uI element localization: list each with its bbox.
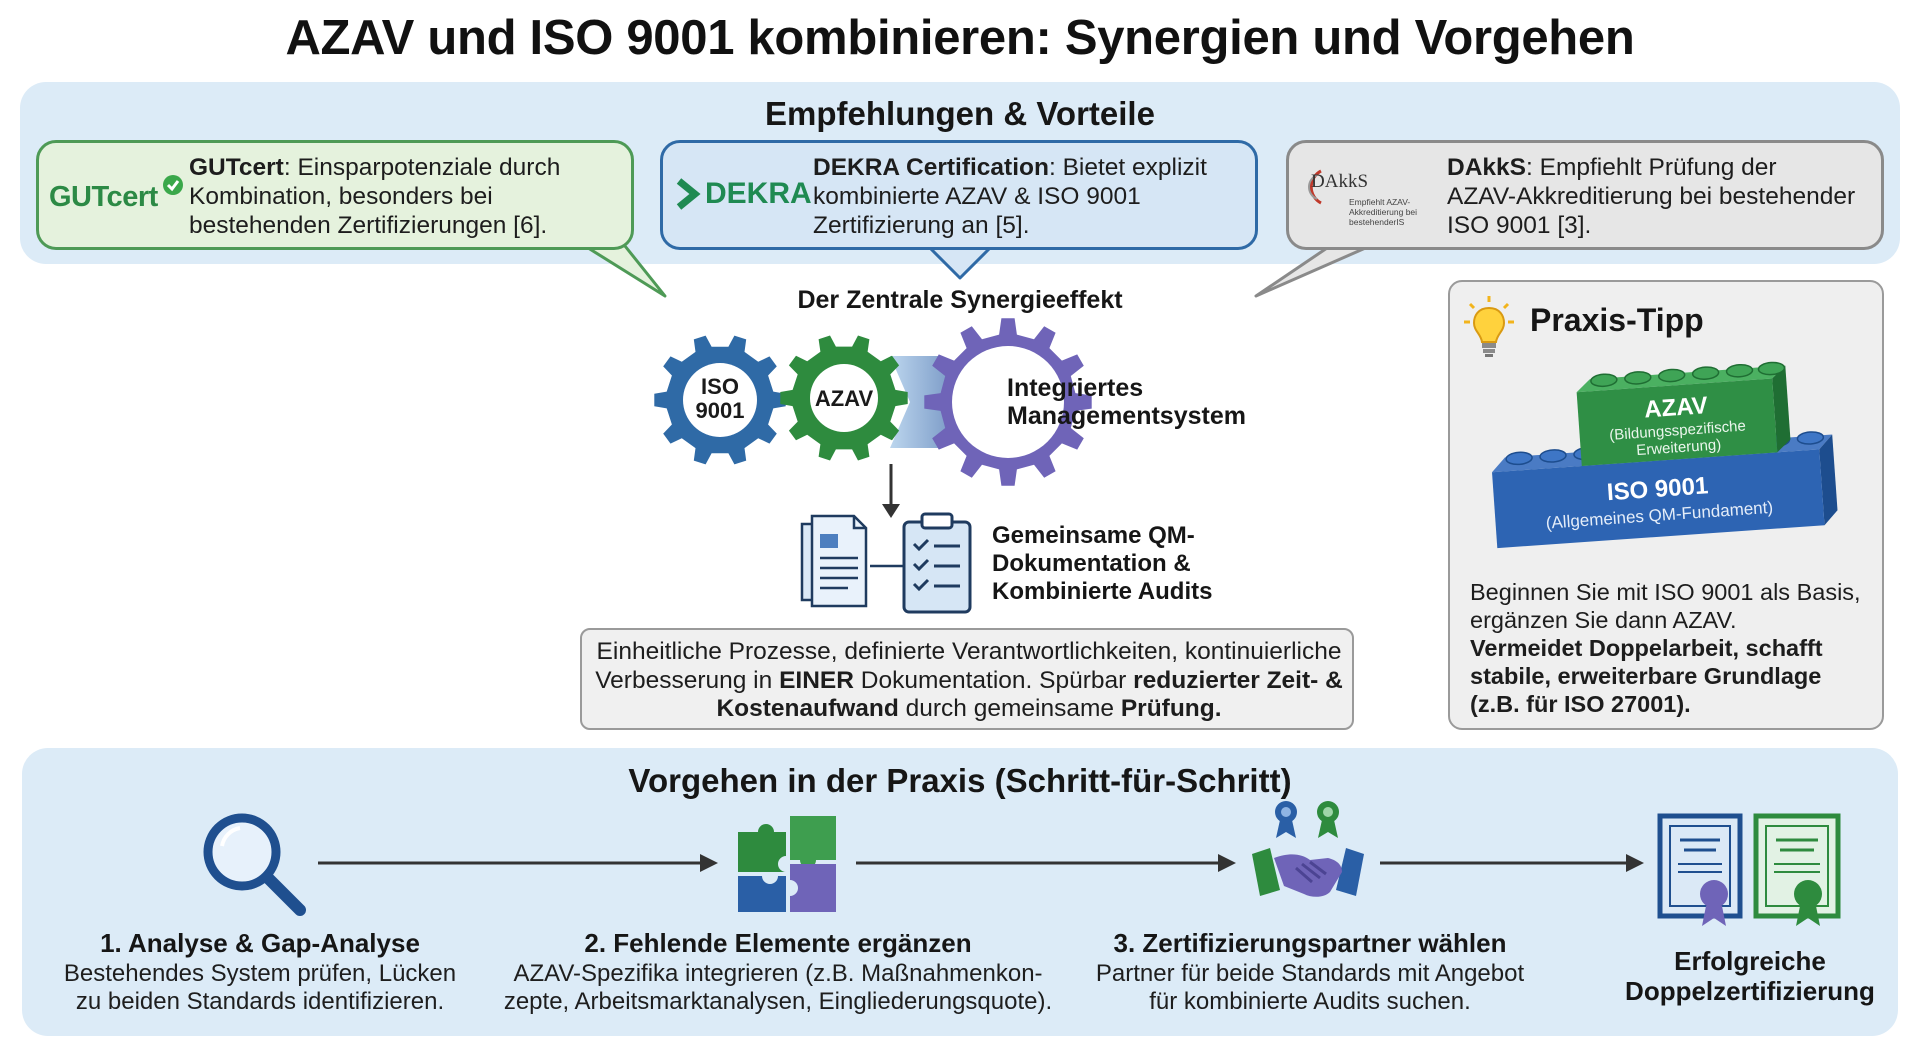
praxis-tip-box: Praxis-Tipp (1448, 280, 1884, 730)
building-block-icon: AZAV (Bildungsspezifische Erweiterung) I… (1492, 361, 1838, 549)
azav-brick-title: AZAV (1643, 392, 1708, 423)
step-1-desc-line2: zu beiden Standards identifizieren. (75, 988, 445, 1015)
gutcert-line2: Kombination, besonders bei (189, 183, 493, 210)
praxis-tip-bold3: (z.B. für ISO 27001). (1470, 691, 1691, 717)
praxis-tip-bold1: Vermeidet Doppelarbeit, schafft (1470, 635, 1823, 661)
arrow-down-icon (882, 464, 900, 518)
procedure-panel (22, 748, 1898, 1036)
praxis-tip-heading: Praxis-Tipp (1530, 302, 1704, 338)
procedure-heading: Vorgehen in der Praxis (Schritt-für-Schr… (628, 762, 1292, 799)
step-3-desc-line2: für kombinierte Audits suchen. (1149, 988, 1471, 1015)
gutcert-logo-text: GUTcert (49, 181, 158, 213)
docs-label-2: Dokumentation & (992, 550, 1191, 577)
dakks-logo: DAkkS Empfiehlt AZAV-Akkreditierung bei … (1297, 163, 1437, 233)
gutcert-bubble: GUTcert GUTcert: Einsparpotenziale durch… (36, 140, 634, 250)
dakks-line2: AZAV-Akkreditierung bei bestehender (1447, 183, 1856, 210)
gutcert-line1: : Einsparpotenziale durch (283, 154, 561, 181)
ims-label-1: Integriertes (1007, 374, 1144, 402)
award-ribbon-icon (1317, 801, 1339, 838)
certificate-icon (1657, 813, 1841, 926)
docs-label-1: Gemeinsame QM- (992, 522, 1195, 549)
step-2-desc-line1: AZAV-Spezifika integrieren (z.B. Maßnahm… (513, 960, 1043, 987)
certificate-icon (1657, 813, 1743, 926)
handshake-icon (1252, 801, 1364, 897)
check-badge-icon (163, 175, 184, 195)
dakks-line3: ISO 9001 [3]. (1447, 212, 1592, 239)
dekra-arrow-icon (676, 178, 701, 210)
certificate-icon (1753, 813, 1841, 926)
arrow-right-icon (1380, 854, 1644, 872)
page-title: AZAV und ISO 9001 kombinieren: Synergien… (285, 11, 1635, 65)
step-3-title: 3. Zertifizierungspartner wählen (1113, 928, 1507, 958)
step-2-desc: AZAV-Spezifika integrieren (z.B. Maßnahm… (478, 960, 1078, 1016)
step-arrows (318, 854, 1644, 872)
step-1-title: 1. Analyse & Gap-Analyse (100, 928, 420, 958)
step-2-title: 2. Fehlende Elemente ergänzen (584, 928, 972, 958)
step-2-desc-line2: zepte, Arbeitsmarktanalysen, Eingliederu… (503, 988, 1053, 1015)
magnifier-icon (203, 813, 306, 916)
dekra-logo: DEKRA (675, 177, 812, 211)
praxis-tip-line2: ergänzen Sie dann AZAV. (1470, 607, 1737, 633)
gear-iso-label-1: ISO (701, 374, 739, 399)
gutcert-name: GUTcert (189, 154, 284, 181)
dekra-line1: : Bietet explizit (1048, 154, 1207, 181)
final-result-line1: Erfolgreiche (1674, 946, 1826, 976)
gutcert-text: GUTcert: Einsparpotenziale durch Kombina… (189, 153, 629, 240)
step-3-desc-line1: Partner für beide Standards mit Angebot (1095, 960, 1525, 987)
synergy-summary-text: Einheitliche Prozesse, definierte Verant… (582, 638, 1356, 724)
puzzle-icon (738, 816, 836, 912)
clipboard-checklist-icon (902, 512, 972, 614)
step-1-desc-line1: Bestehendes System prüfen, Lücken (63, 960, 457, 987)
award-ribbon-icon (1275, 801, 1297, 838)
final-result: Erfolgreiche Doppelzertifizierung (1600, 946, 1900, 1006)
synergy-gears: ISO 9001 AZAV (654, 318, 1092, 486)
step-3-desc: Partner für beide Standards mit Angebot … (1060, 960, 1560, 1016)
gear-azav-label: AZAV (815, 386, 874, 411)
recommendations-heading: Empfehlungen & Vorteile (765, 95, 1155, 132)
docs-label: Gemeinsame QM- Dokumentation & Kombinier… (992, 522, 1212, 606)
dakks-bubble: DAkkS Empfiehlt AZAV-Akkreditierung bei … (1286, 140, 1884, 250)
azav-brick (1576, 361, 1791, 467)
dakks-line1: : Empfiehlt Prüfung der (1525, 154, 1777, 181)
dakks-logo-sub: Empfiehlt AZAV-Akkreditierung bei besteh… (1349, 197, 1418, 227)
dekra-logo-text: DEKRA (705, 177, 812, 210)
arrow-right-icon (318, 854, 718, 872)
dakks-logo-icon (1308, 169, 1322, 205)
gear-icon (924, 318, 1092, 486)
step-1-desc: Bestehendes System prüfen, Lücken zu bei… (30, 960, 490, 1016)
praxis-tip-bold2: stabile, erweiterbare Grundlage (1470, 663, 1822, 689)
gutcert-logo: GUTcert (49, 175, 184, 214)
gear-iso-label-2: 9001 (696, 398, 745, 423)
synergy-heading: Der Zentrale Synergieeffekt (797, 286, 1123, 314)
dekra-text: DEKRA Certification: Bietet explizit kom… (813, 153, 1253, 240)
synergy-summary-box: Einheitliche Prozesse, definierte Verant… (580, 628, 1354, 730)
arrow-right-icon (856, 854, 1236, 872)
gutcert-line3: bestehenden Zertifizierungen [6]. (189, 212, 548, 239)
dekra-line2: kombinierte AZAV & ISO 9001 (813, 183, 1141, 210)
dekra-line3: Zertifizierung an [5]. (813, 212, 1030, 239)
ims-label-2: Managementsystem (1007, 402, 1246, 430)
ims-label: Integriertes Managementsystem (1007, 374, 1246, 430)
synergy-summary-line2: Verbesserung in EINER Dokumentation. Spü… (595, 666, 1343, 694)
synergy-summary-line3: Kostenaufwand durch gemeinsame Prüfung. (716, 695, 1222, 722)
dekra-name: DEKRA Certification (813, 154, 1049, 181)
synergy-summary-line1: Einheitliche Prozesse, definierte Verant… (596, 638, 1342, 665)
praxis-tip-line1: Beginnen Sie mit ISO 9001 als Basis, (1470, 579, 1861, 605)
praxis-tip-text: Beginnen Sie mit ISO 9001 als Basis, erg… (1470, 578, 1880, 718)
documents-illustration (800, 512, 972, 614)
dakks-text: DAkkS: Empfiehlt Prüfung der AZAV-Akkred… (1447, 153, 1883, 240)
azav-brick-sub2: Erweiterung) (1636, 436, 1722, 459)
dekra-bubble: DEKRA DEKRA Certification: Bietet expliz… (660, 140, 1258, 250)
final-result-line2: Doppelzertifizierung (1625, 976, 1875, 1006)
document-icon (800, 514, 868, 608)
docs-label-3: Kombinierte Audits (992, 578, 1213, 605)
dakks-logo-text: DAkkS (1311, 171, 1369, 192)
lightbulb-icon (1464, 296, 1514, 357)
dakks-name: DAkkS (1447, 154, 1526, 181)
